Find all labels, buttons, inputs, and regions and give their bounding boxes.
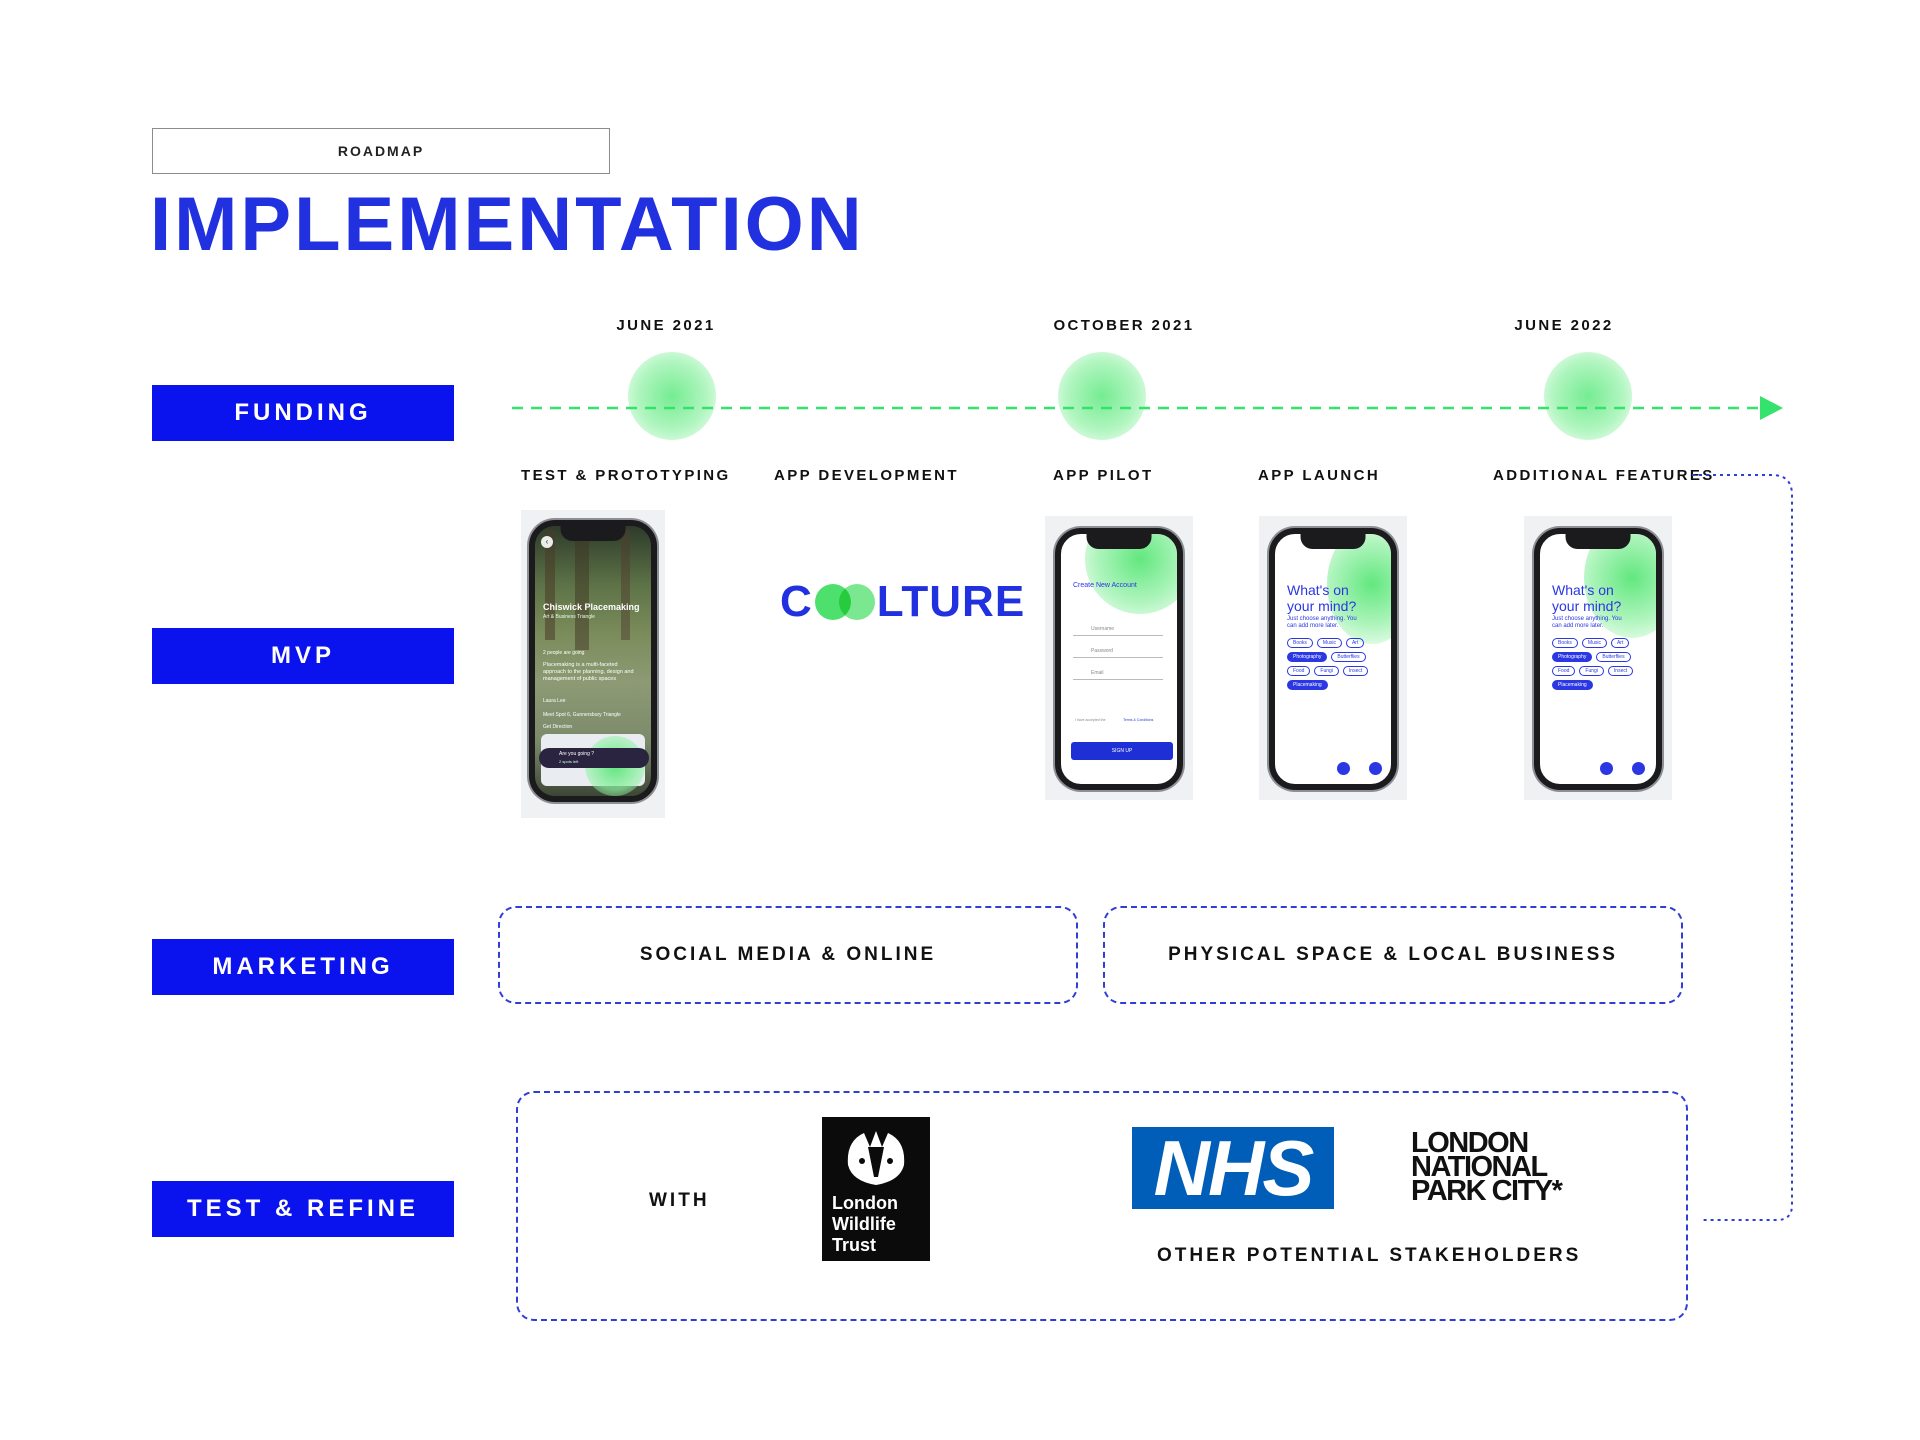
chip-music[interactable]: Music [1316,638,1342,648]
proto-cta-sub: 2 spots left [559,759,579,764]
chip-placemaking[interactable]: Placemaking [1287,680,1328,690]
chip-music[interactable]: Music [1581,638,1607,648]
row-label-funding: FUNDING [152,385,454,441]
stage-app-development: APP DEVELOPMENT [774,467,959,484]
proto-event-subtitle: Art & Business Triangle [543,614,595,620]
launch-interest-chips: Books Music Art Photography Butterflies … [1287,638,1387,690]
chip-insect[interactable]: Insect [1342,666,1369,676]
funding-timeline-arrow [512,396,1783,420]
chip-butterflies[interactable]: Butterflies [1596,652,1631,662]
roadmap-eyebrow: ROADMAP [152,128,610,174]
features-mind-line2: your mind? [1552,598,1622,614]
chip-fungi[interactable]: Fungi [1314,666,1339,676]
hint-icon[interactable] [1337,762,1350,775]
prototype-phone: ‹ Chiswick Placemaking Art & Business Tr… [529,520,657,802]
timeline-date-2: OCTOBER 2021 [1053,317,1195,334]
stakeholders-caption: OTHER POTENTIAL STAKEHOLDERS [1157,1245,1582,1266]
proto-going-count: 2 people are going [543,650,585,656]
features-mind-line1: What's on [1552,582,1614,598]
features-interest-chips: Books Music Art Photography Butterflies … [1552,638,1652,690]
terms-prefix: I have accepted the [1075,718,1106,722]
with-label: WITH [649,1190,710,1211]
pilot-heading: Create New Account [1073,582,1137,589]
chip-insect[interactable]: Insect [1607,666,1634,676]
milestone-glow-2 [1058,352,1146,440]
proto-directions-link[interactable]: Get Direction [543,724,573,730]
terms-link[interactable]: Terms & Conditions [1123,718,1154,722]
launch-phone: What's on your mind? Just choose anythin… [1269,528,1397,790]
badger-icon [847,1131,905,1185]
lwt-line1: London [832,1193,898,1213]
proto-event-title: Chiswick Placemaking [543,602,640,612]
proto-description: Placemaking is a multi-faceted approach … [543,662,634,682]
logo-prefix: C [780,577,813,626]
chip-photography[interactable]: Photography [1287,652,1328,662]
features-phone-card: What's on your mind? Just choose anythin… [1524,516,1672,800]
stage-test-prototyping: TEST & PROTOTYPING [521,467,731,484]
london-wildlife-trust-logo: London Wildlife Trust [822,1117,930,1261]
sign-up-button[interactable]: SIGN UP [1071,742,1173,760]
stage-app-launch: APP LAUNCH [1258,467,1381,484]
chip-art[interactable]: Art [1610,638,1630,648]
milestone-glow-3 [1544,352,1632,440]
back-arrow-icon[interactable]: ‹ [541,536,553,548]
chip-placemaking[interactable]: Placemaking [1552,680,1593,690]
chip-books[interactable]: Books [1287,638,1313,648]
pilot-phone-card: Create New Account Username Password Ema… [1045,516,1193,800]
row-label-test-refine: TEST & REFINE [152,1181,454,1237]
lwt-line2: Wildlife [832,1214,896,1234]
timeline-date-1: JUNE 2021 [616,317,716,334]
lwt-line3: Trust [832,1235,877,1255]
launch-sub2: can add more later. [1287,623,1339,629]
launch-sub1: Just choose anything. You [1287,616,1357,622]
timeline-date-3: JUNE 2022 [1514,317,1614,334]
lnpc-line1: LONDON [1411,1127,1529,1159]
proto-rsvp-bar[interactable]: Are you going ? 2 spots left [539,748,649,768]
marketing-social-media-box: SOCIAL MEDIA & ONLINE [498,906,1078,1004]
proto-author: Laura Lee [543,698,566,704]
features-sub2: can add more later. [1552,623,1604,629]
logo-overlap-circles [814,584,875,620]
launch-mind-line1: What's on [1287,582,1349,598]
email-field[interactable]: Email [1073,670,1163,680]
row-label-mvp: MVP [152,628,454,684]
proto-location: Meet Spot 6, Gunnersbury Triangle [543,712,621,718]
next-arrow-icon[interactable] [1369,762,1382,775]
features-phone: What's on your mind? Just choose anythin… [1534,528,1662,790]
chip-art[interactable]: Art [1345,638,1365,648]
page-title: IMPLEMENTATION [150,182,865,267]
chip-butterflies[interactable]: Butterflies [1331,652,1366,662]
launch-phone-card: What's on your mind? Just choose anythin… [1259,516,1407,800]
marketing-physical-space-box: PHYSICAL SPACE & LOCAL BUSINESS [1103,906,1683,1004]
chip-food[interactable]: Food [1287,666,1311,676]
coolture-logo: C LTURE [780,577,1026,626]
lnpc-line3: PARK CITY* [1411,1175,1563,1207]
features-sub1: Just choose anything. You [1552,616,1622,622]
hint-icon[interactable] [1600,762,1613,775]
pilot-phone: Create New Account Username Password Ema… [1055,528,1183,790]
chip-photography[interactable]: Photography [1552,652,1593,662]
launch-mind-line2: your mind? [1287,598,1357,614]
password-field[interactable]: Password [1073,648,1163,658]
next-arrow-icon[interactable] [1632,762,1645,775]
username-field[interactable]: Username [1073,626,1163,636]
chip-books[interactable]: Books [1552,638,1578,648]
test-refine-partners-box [516,1091,1688,1321]
nhs-logo: NHS [1132,1127,1334,1209]
chip-fungi[interactable]: Fungi [1579,666,1604,676]
london-national-park-city-logo: LONDON NATIONAL PARK CITY* [1411,1127,1601,1207]
lnpc-line2: NATIONAL [1411,1151,1548,1183]
proto-cta-title: Are you going ? [559,751,595,757]
logo-suffix: LTURE [876,577,1026,626]
feedback-loop-connector [1692,474,1793,1221]
row-label-marketing: MARKETING [152,939,454,995]
milestone-glow-1 [628,352,716,440]
prototype-phone-card: ‹ Chiswick Placemaking Art & Business Tr… [521,510,665,818]
stage-app-pilot: APP PILOT [1053,467,1154,484]
nhs-text: NHS [1153,1124,1315,1212]
chip-food[interactable]: Food [1552,666,1576,676]
stage-additional-features: ADDITIONAL FEATURES [1493,467,1715,484]
